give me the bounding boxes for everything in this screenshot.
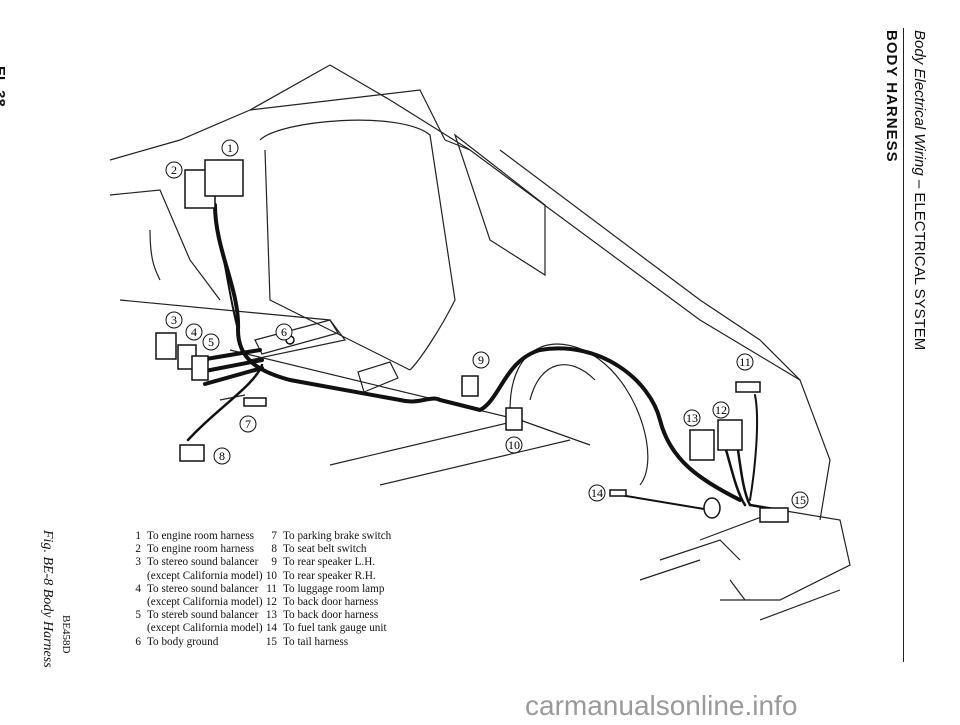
- callout-1: 1: [221, 139, 239, 157]
- connector-5: [191, 355, 209, 381]
- callouts: 1 2 3 4 5 6 7 8 9 10 11 12 13 14 15: [165, 139, 809, 509]
- header-divider-line: [903, 28, 904, 662]
- connector-13: [689, 429, 715, 461]
- callout-15: 15: [791, 491, 809, 509]
- harness-wires: [186, 203, 782, 512]
- connector-3: [155, 332, 177, 360]
- connectors: [155, 159, 789, 523]
- svg-text:11: 11: [739, 355, 751, 369]
- callout-7: 7: [239, 415, 257, 433]
- car-body-outline: [109, 64, 851, 621]
- callout-2: 2: [165, 161, 183, 179]
- grommet-rear: [703, 497, 721, 519]
- callout-11: 11: [736, 353, 754, 371]
- callout-9: 9: [472, 351, 490, 369]
- callout-13: 13: [683, 409, 701, 427]
- svg-text:2: 2: [171, 163, 177, 177]
- callout-10: 10: [505, 436, 523, 454]
- connector-7: [243, 397, 267, 407]
- legend-item: (except California model): [147, 622, 263, 635]
- svg-text:3: 3: [171, 313, 177, 327]
- watermark: carmanualsonline.info: [525, 690, 798, 721]
- legend-item: (except California model): [147, 569, 263, 582]
- connector-11: [735, 381, 761, 393]
- svg-text:14: 14: [591, 486, 603, 500]
- svg-text:1: 1: [227, 141, 233, 155]
- svg-text:12: 12: [715, 403, 727, 417]
- connector-1: [204, 159, 244, 197]
- connector-8: [179, 444, 205, 462]
- connector-10: [505, 407, 523, 431]
- callout-5: 5: [202, 333, 220, 351]
- svg-text:5: 5: [208, 335, 214, 349]
- callout-14: 14: [588, 484, 606, 502]
- svg-text:6: 6: [281, 325, 287, 339]
- legend-item: (except California model): [147, 596, 263, 609]
- callout-3: 3: [165, 311, 183, 329]
- callout-4: 4: [185, 323, 203, 341]
- callout-8: 8: [213, 447, 231, 465]
- svg-text:10: 10: [508, 438, 520, 452]
- connector-12: [717, 419, 743, 451]
- callout-12: 12: [712, 401, 730, 419]
- svg-text:15: 15: [794, 493, 806, 507]
- connector-9: [461, 375, 479, 397]
- svg-text:9: 9: [478, 353, 484, 367]
- svg-text:7: 7: [245, 417, 251, 431]
- svg-text:8: 8: [219, 449, 225, 463]
- callout-6: 6: [275, 323, 293, 341]
- connector-15: [759, 507, 789, 523]
- connector-14: [609, 489, 627, 497]
- svg-text:13: 13: [686, 411, 698, 425]
- svg-text:4: 4: [191, 325, 197, 339]
